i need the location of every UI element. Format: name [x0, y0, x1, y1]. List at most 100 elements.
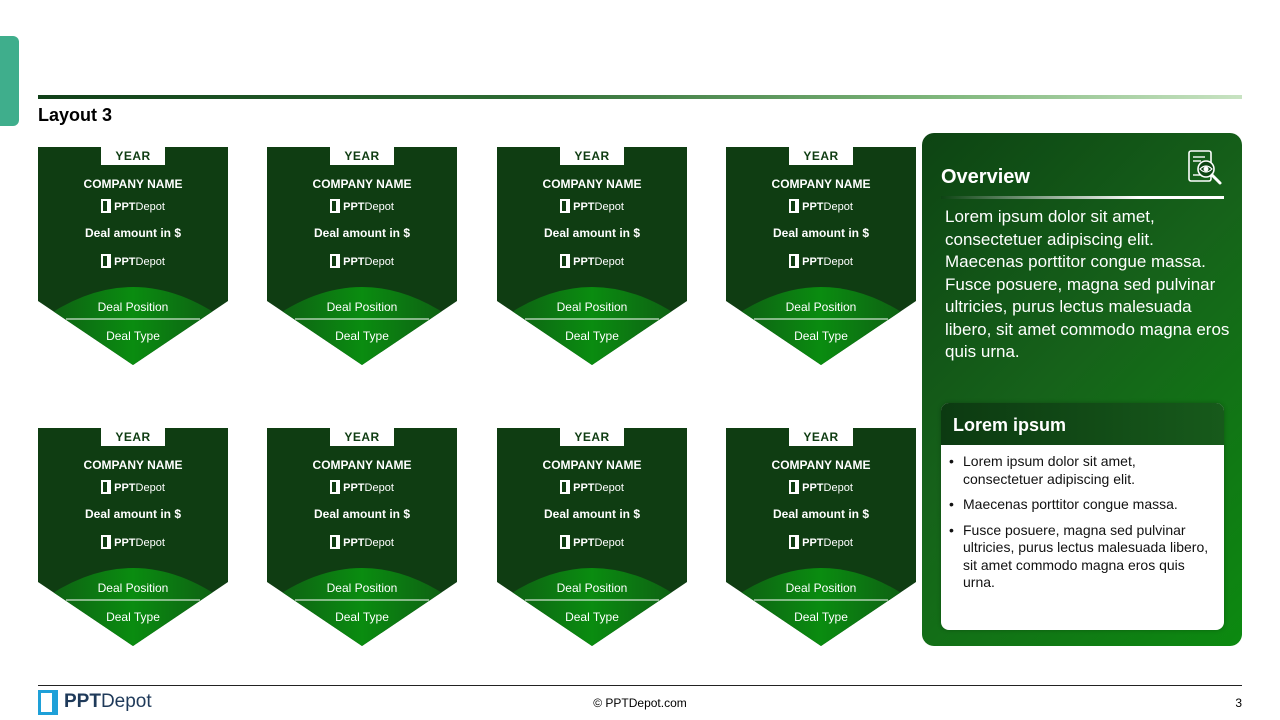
- card-logo: PPTDepot: [38, 199, 228, 213]
- list-item: Fusce posuere, magna sed pulvinar ultric…: [949, 522, 1214, 592]
- lorem-bullet-list: Lorem ipsum dolor sit amet, consectetuer…: [941, 445, 1224, 592]
- lorem-ipsum-box: Lorem ipsum Lorem ipsum dolor sit amet, …: [941, 403, 1224, 630]
- deal-card[interactable]: YEAR COMPANY NAME PPTDepot Deal amount i…: [497, 147, 687, 365]
- logo-mark-icon: [789, 199, 800, 213]
- deal-card[interactable]: YEAR COMPANY NAME PPTDepot Deal amount i…: [38, 147, 228, 365]
- card-deal-position: Deal Position: [326, 300, 398, 314]
- card-deal-position: Deal Position: [785, 300, 857, 314]
- card-shape: [38, 147, 228, 365]
- page-title: Layout 3: [38, 105, 113, 125]
- card-company-name: COMPANY NAME: [542, 458, 642, 472]
- card-shape: [267, 428, 457, 646]
- card-logo: PPTDepot: [267, 199, 457, 213]
- card-logo: PPTDepot: [726, 199, 916, 213]
- card-deal-position: Deal Position: [556, 300, 628, 314]
- card-company-name: COMPANY NAME: [771, 177, 871, 191]
- footer-divider: [38, 685, 1242, 686]
- card-year: YEAR: [789, 428, 853, 446]
- overview-text: Lorem ipsum dolor sit amet, consectetuer…: [945, 207, 1230, 361]
- card-year: YEAR: [560, 147, 624, 165]
- logo-mark-icon: [789, 480, 800, 494]
- card-year: YEAR: [101, 428, 165, 446]
- page-number: 3: [1235, 696, 1242, 710]
- card-company-name: COMPANY NAME: [312, 458, 412, 472]
- card-deal-amount: Deal amount in $: [772, 226, 870, 240]
- logo-mark-icon: [101, 480, 112, 494]
- logo-mark-icon: [560, 199, 571, 213]
- card-deal-amount: Deal amount in $: [543, 226, 641, 240]
- overview-panel: Overview Lorem ipsum dolor sit amet, con…: [922, 133, 1242, 646]
- logo-mark-icon: [101, 535, 112, 549]
- deal-card[interactable]: YEAR COMPANY NAME PPTDepot Deal amount i…: [267, 428, 457, 646]
- card-shape: [497, 147, 687, 365]
- card-logo: PPTDepot: [38, 480, 228, 494]
- logo-mark-icon: [330, 199, 341, 213]
- card-deal-type: Deal Type: [335, 610, 389, 624]
- card-year: YEAR: [560, 428, 624, 446]
- card-deal-type: Deal Type: [794, 329, 848, 343]
- overview-divider: [941, 196, 1224, 199]
- logo-mark-icon: [330, 480, 341, 494]
- card-logo: PPTDepot: [726, 480, 916, 494]
- logo-mark-icon: [560, 535, 571, 549]
- card-logo: PPTDepot: [497, 480, 687, 494]
- card-deal-amount: Deal amount in $: [84, 226, 182, 240]
- card-company-name: COMPANY NAME: [312, 177, 412, 191]
- lorem-box-title: Lorem ipsum: [941, 403, 1224, 445]
- card-deal-type: Deal Type: [106, 610, 160, 624]
- card-deal-type: Deal Type: [565, 610, 619, 624]
- card-shape: [267, 147, 457, 365]
- deal-card[interactable]: YEAR COMPANY NAME PPTDepot Deal amount i…: [267, 147, 457, 365]
- deal-card[interactable]: YEAR COMPANY NAME PPTDepot Deal amount i…: [38, 428, 228, 646]
- card-company-name: COMPANY NAME: [83, 177, 183, 191]
- card-logo: PPTDepot: [497, 535, 687, 549]
- card-deal-type: Deal Type: [106, 329, 160, 343]
- card-deal-position: Deal Position: [785, 581, 857, 595]
- card-shape: [38, 428, 228, 646]
- document-search-icon: [1188, 150, 1222, 185]
- logo-mark-icon: [101, 199, 112, 213]
- card-company-name: COMPANY NAME: [83, 458, 183, 472]
- deal-card[interactable]: YEAR COMPANY NAME PPTDepot Deal amount i…: [497, 428, 687, 646]
- card-deal-position: Deal Position: [326, 581, 398, 595]
- card-logo: PPTDepot: [267, 254, 457, 268]
- card-logo: PPTDepot: [267, 480, 457, 494]
- list-item: Lorem ipsum dolor sit amet, consectetuer…: [949, 453, 1214, 488]
- logo-mark-icon: [38, 690, 58, 715]
- card-deal-amount: Deal amount in $: [543, 507, 641, 521]
- logo-mark-icon: [789, 535, 800, 549]
- deal-card[interactable]: YEAR COMPANY NAME PPTDepot Deal amount i…: [726, 428, 916, 646]
- logo-mark-icon: [330, 254, 341, 268]
- card-logo: PPTDepot: [726, 254, 916, 268]
- card-logo: PPTDepot: [38, 535, 228, 549]
- card-deal-amount: Deal amount in $: [313, 507, 411, 521]
- card-shape: [726, 428, 916, 646]
- card-year: YEAR: [789, 147, 853, 165]
- card-logo: PPTDepot: [726, 535, 916, 549]
- card-shape: [726, 147, 916, 365]
- card-deal-amount: Deal amount in $: [84, 507, 182, 521]
- card-logo: PPTDepot: [497, 254, 687, 268]
- card-year: YEAR: [101, 147, 165, 165]
- card-company-name: COMPANY NAME: [542, 177, 642, 191]
- logo-mark-icon: [560, 480, 571, 494]
- card-deal-type: Deal Type: [335, 329, 389, 343]
- card-shape: [497, 428, 687, 646]
- header-divider: [38, 95, 1242, 99]
- deal-card[interactable]: YEAR COMPANY NAME PPTDepot Deal amount i…: [726, 147, 916, 365]
- card-deal-position: Deal Position: [97, 581, 169, 595]
- card-deal-position: Deal Position: [97, 300, 169, 314]
- logo-mark-icon: [101, 254, 112, 268]
- card-deal-amount: Deal amount in $: [772, 507, 870, 521]
- logo-mark-icon: [789, 254, 800, 268]
- brand-bold: PPT: [64, 691, 101, 712]
- card-logo: PPTDepot: [38, 254, 228, 268]
- card-year: YEAR: [330, 428, 394, 446]
- list-item: Maecenas porttitor congue massa.: [949, 496, 1214, 514]
- copyright-text: © PPTDepot.com: [593, 696, 687, 710]
- overview-title: Overview: [941, 166, 1030, 188]
- card-deal-type: Deal Type: [794, 610, 848, 624]
- card-company-name: COMPANY NAME: [771, 458, 871, 472]
- side-accent-tab: [0, 36, 19, 126]
- card-deal-type: Deal Type: [565, 329, 619, 343]
